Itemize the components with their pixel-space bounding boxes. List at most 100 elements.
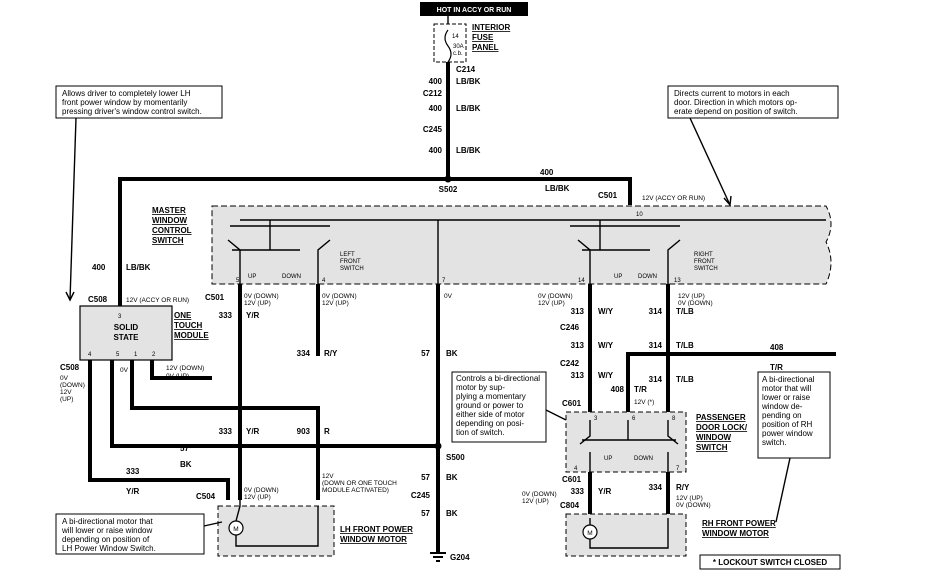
note-box-middle [451, 371, 547, 443]
note-right-6: position of RH [762, 420, 812, 429]
ground-g204-icon [430, 552, 446, 562]
wire-313-a: 313 [571, 307, 585, 316]
pass-pin-3: 3 [594, 416, 598, 422]
module-title-2: TOUCH [174, 321, 203, 330]
voltage-1: 0V (DOWN) [244, 293, 279, 300]
note-middle-6: depending on posi- [456, 419, 524, 428]
module-label-1: SOLID [114, 323, 139, 332]
voltage-5b: 0V (DOWN) [678, 300, 713, 307]
fuse-panel-title-3: PANEL [472, 43, 499, 52]
voltage-9b: 12V (UP) [244, 494, 271, 501]
master-switch-title-4: SWITCH [152, 236, 184, 245]
ground-g204-label: G204 [450, 553, 470, 562]
rh-motor-title-1: RH FRONT POWER [702, 519, 776, 528]
note-middle-3: plying a momentary [456, 392, 526, 401]
connector-c508-top: C508 [88, 295, 108, 304]
right-switch-up: UP [614, 274, 622, 280]
left-switch-label-2: FRONT [340, 259, 361, 265]
voltage-6a: 0V [60, 375, 69, 382]
voltage-10c: MODULE ACTIVATED) [322, 487, 389, 494]
pass-switch-down: DOWN [634, 456, 653, 462]
connector-c242: C242 [560, 359, 580, 368]
pass-switch-up: UP [604, 456, 612, 462]
passenger-switch-box [565, 411, 687, 473]
wire-334-d: 334 [649, 483, 663, 492]
voltage-accy-run: 12V (ACCY OR RUN) [642, 195, 705, 202]
voltage-4: 0V (DOWN) [538, 293, 573, 300]
pass-pin-8: 8 [672, 416, 676, 422]
note-right-8: switch. [762, 438, 786, 447]
left-switch-label-1: LEFT [340, 252, 355, 258]
fuse-panel-title-1: INTERIOR [472, 23, 510, 32]
voltage-8: 12V (DOWN) [166, 365, 204, 372]
one-touch-module-box [79, 305, 173, 361]
wire-400-b: 400 [429, 104, 443, 113]
splice-s502-label: S502 [439, 185, 458, 194]
master-switch-title-3: CONTROL [152, 226, 192, 235]
connector-c504: C504 [196, 492, 216, 501]
wire-408-a: 408 [611, 385, 625, 394]
voltage-12: 12V (UP) [676, 495, 703, 502]
wire-333-b: 333 [219, 427, 233, 436]
right-switch-down: DOWN [638, 274, 657, 280]
voltage-1b: 12V (UP) [244, 300, 271, 307]
fuse-panel-box [433, 23, 467, 63]
wire-color-ry-d: R/Y [676, 483, 690, 492]
connector-c501-top: C501 [598, 191, 618, 200]
note-right-top-2: door. Direction in which motors op- [674, 98, 798, 107]
note-right-1: A bi-directional [762, 375, 815, 384]
pass-switch-title-1: PASSENGER [696, 413, 746, 422]
fuse-rating: 30A [453, 44, 464, 50]
connector-c214: C214 [456, 65, 476, 74]
module-pin-3: 3 [118, 314, 122, 320]
circuit-breaker-icon [444, 29, 452, 63]
module-pin-5: 5 [116, 352, 120, 358]
voltage-10a: 12V [322, 473, 334, 480]
wire-313-b: 313 [571, 341, 585, 350]
voltage-9: 0V (DOWN) [244, 487, 279, 494]
voltage-10b: (DOWN OR ONE TOUCH [322, 480, 397, 487]
connector-c501-left: C501 [205, 293, 225, 302]
right-switch-label-2: FRONT [694, 259, 715, 265]
connector-c245-top: C245 [423, 125, 443, 134]
voltage-11b: 12V (UP) [522, 498, 549, 505]
note-bottom-left-2: will lower or raise window [61, 526, 152, 535]
lockout-footnote: * LOCKOUT SWITCH CLOSED [713, 558, 827, 567]
pass-pin-7: 7 [676, 466, 680, 472]
wire-57-d: 57 [421, 509, 430, 518]
module-voltage-accy: 12V (ACCY OR RUN) [126, 297, 189, 304]
note-right-3: lower or raise [762, 393, 811, 402]
master-switch-body [211, 205, 832, 285]
note-bottom-left-4: LH Power Window Switch. [62, 544, 156, 553]
hot-in-accy-label: HOT IN ACCY OR RUN [437, 7, 512, 14]
wire-color-tr: T/R [634, 385, 647, 394]
wire-57-c: 57 [421, 473, 430, 482]
pass-switch-title-3: WINDOW [696, 433, 732, 442]
note-right-top-3: erate depend on position of switch. [674, 107, 798, 116]
pin-13: 13 [674, 278, 681, 284]
voltage-3: 0V [444, 293, 453, 300]
note-bottom-left-1: A bi-directional motor that [62, 517, 153, 526]
voltage-4b: 12V (UP) [538, 300, 565, 307]
right-front-switch-contacts [577, 239, 681, 284]
wire-color-yr-a: Y/R [246, 311, 260, 320]
wire-400-d: 400 [540, 168, 554, 177]
connector-c246: C246 [560, 323, 580, 332]
wire-color-tlb-c: T/LB [676, 375, 694, 384]
module-title-3: MODULE [174, 331, 209, 340]
note-right-top-1: Directs current to motors in each [674, 89, 790, 98]
left-front-switch-contacts [227, 220, 439, 292]
lh-motor-title-1: LH FRONT POWER [340, 525, 413, 534]
hot-in-accy-label-box [420, 2, 528, 16]
note-middle-2: motor by sup- [456, 383, 505, 392]
wire-313-c: 313 [571, 371, 585, 380]
fuse-panel-title-2: FUSE [472, 33, 494, 42]
rh-motor-m: M [587, 530, 592, 537]
right-switch-label-3: SWITCH [694, 266, 718, 272]
wire-color-b: LB/BK [456, 104, 481, 113]
wire-color-c: LB/BK [456, 146, 481, 155]
lockout-footnote-box [699, 554, 841, 570]
fuse-type: c.b. [453, 51, 463, 57]
